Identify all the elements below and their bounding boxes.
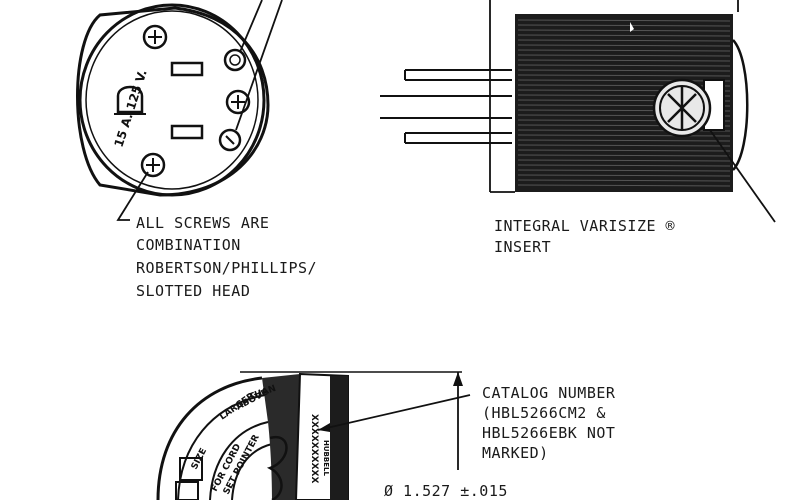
diameter-dimension: Ø 1.527 ±.015 — [384, 482, 508, 500]
insert-label: INTEGRAL VARISIZE ® INSERT — [494, 217, 676, 256]
body-texture — [517, 19, 731, 187]
blade-slot-bottom — [170, 124, 204, 140]
texture-line — [517, 49, 731, 52]
texture-line — [517, 79, 731, 82]
texture-line — [517, 34, 731, 37]
catalog-label: CATALOG NUMBER (HBL5266CM2 & HBL5266EBK … — [482, 384, 616, 462]
terminal-screw-icon — [218, 128, 242, 152]
texture-line — [517, 139, 731, 142]
catalog-label-line: (HBL5266CM2 & — [482, 404, 606, 422]
texture-line — [517, 64, 731, 67]
texture-line — [517, 179, 731, 182]
clamp-outer-arc — [156, 376, 263, 500]
screws-label: ALL SCREWS ARE COMBINATION ROBERTSON/PHI… — [136, 214, 317, 300]
texture-line — [517, 59, 731, 62]
catalog-label-line: HBL5266EBK NOT — [482, 424, 615, 442]
ground-pin-shape — [116, 85, 144, 114]
screw-icon — [142, 24, 168, 50]
clamp-vertical-text: HUBBELL — [322, 440, 330, 476]
leader-line — [239, 0, 263, 53]
catalog-leader — [317, 394, 471, 431]
insert-label-line: INTEGRAL VARISIZE ® — [494, 217, 676, 235]
screws-label-line: SLOTTED HEAD — [136, 282, 250, 300]
catalog-label-line: CATALOG NUMBER — [482, 384, 616, 402]
screw-icon — [225, 89, 251, 115]
catalog-label-line: MARKED) — [482, 444, 549, 462]
screw-icon — [140, 152, 166, 178]
clamp-block — [179, 457, 203, 481]
insert-label-line: INSERT — [494, 238, 551, 256]
leader-line — [235, 0, 283, 131]
texture-line — [517, 159, 731, 162]
texture-line — [517, 54, 731, 57]
terminal-screw-icon — [223, 48, 247, 72]
texture-line — [517, 134, 731, 137]
texture-line — [517, 69, 731, 72]
prongs — [380, 69, 512, 144]
plug-face-view: 15 A. 125 V. — [76, 0, 283, 221]
texture-line — [517, 39, 731, 42]
plug-side-view — [380, 0, 776, 223]
plug-face-rim — [78, 3, 266, 197]
clamp-block — [175, 481, 199, 500]
texture-line — [517, 169, 731, 172]
arrowhead — [453, 372, 463, 386]
screws-label-line: ROBERTSON/PHILLIPS/ — [136, 259, 317, 277]
plug-face-inner — [85, 10, 259, 190]
texture-line — [517, 149, 731, 152]
clamp-arc-3 — [209, 421, 269, 500]
texture-line — [517, 29, 731, 32]
texture-line — [517, 144, 731, 147]
texture-line — [517, 44, 731, 47]
screws-label-line: ALL SCREWS ARE — [136, 214, 269, 232]
varisize-screw-icon — [652, 78, 712, 138]
insert-leader — [709, 129, 776, 223]
texture-line — [517, 154, 731, 157]
arrowhead — [318, 423, 330, 432]
clamp-arc-text: SIZE — [190, 447, 209, 472]
clamp-arc-4 — [231, 443, 273, 500]
end-cap — [732, 39, 749, 171]
pointer-mark — [630, 22, 634, 32]
texture-line — [517, 24, 731, 27]
texture-line — [517, 174, 731, 177]
screws-leader — [116, 171, 149, 221]
clamp-edge-dark — [330, 376, 348, 500]
texture-line — [517, 184, 731, 187]
texture-line — [517, 74, 731, 77]
texture-line — [517, 19, 731, 22]
texture-line — [517, 164, 731, 167]
screws-label-line: COMBINATION — [136, 236, 241, 254]
clamp-cutout — [266, 435, 288, 500]
clamp-vertical-text: XXXXXXXXXX — [309, 414, 319, 483]
cord-clamp-view: SET POINTER FOR CORD SIZE LARGER THAN AB… — [156, 371, 471, 500]
blade-slot-top — [170, 61, 204, 77]
